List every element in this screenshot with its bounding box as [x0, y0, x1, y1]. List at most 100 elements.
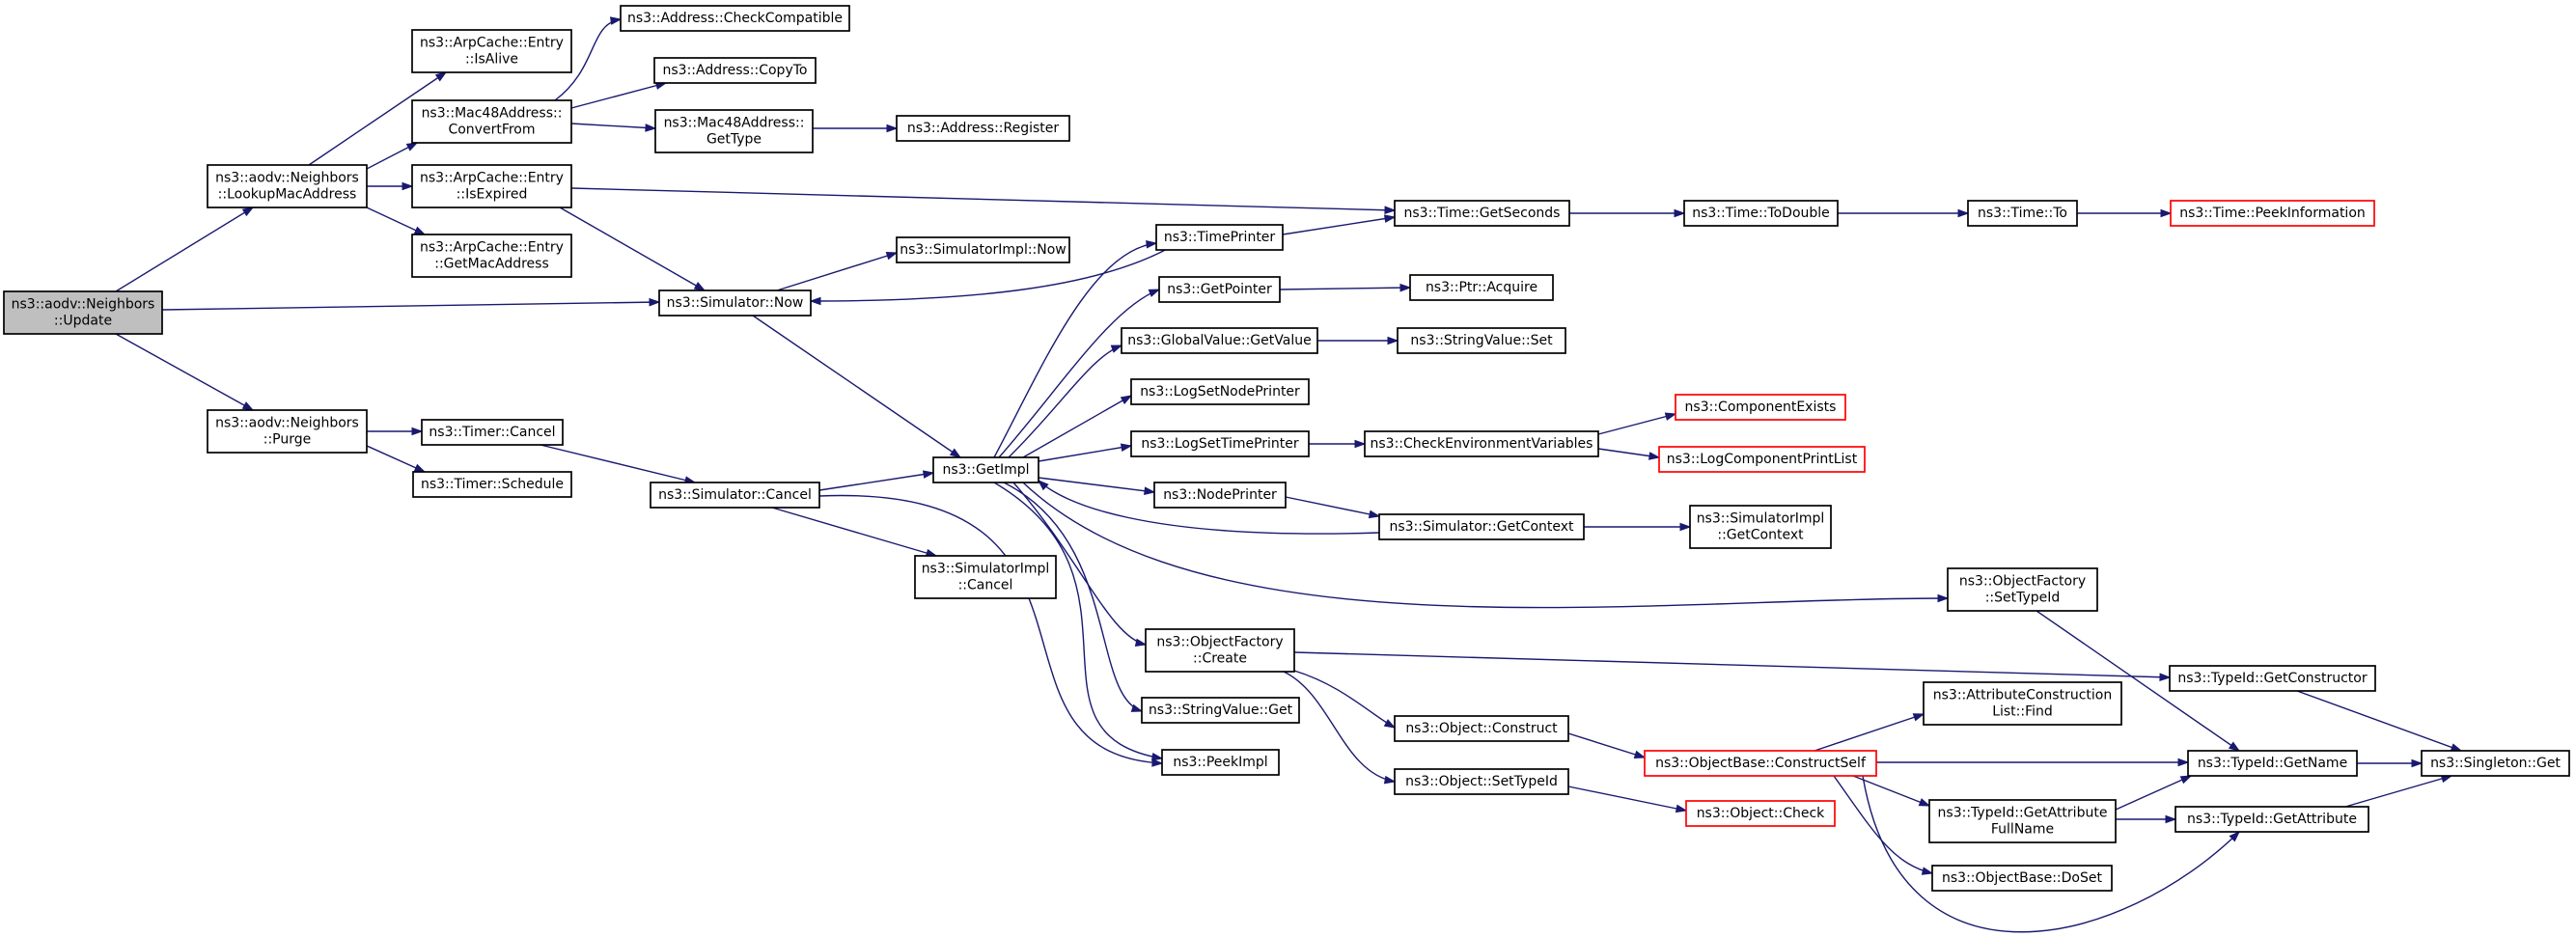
node-gv-getvalue[interactable]: ns3::GlobalValue::GetValue — [1121, 327, 1318, 354]
arrowhead-icon — [413, 463, 427, 473]
node-sim-cancel[interactable]: ns3::Simulator::Cancel — [650, 482, 820, 509]
node-of-create[interactable]: ns3::ObjectFactory::Create — [1145, 628, 1295, 673]
node-purge[interactable]: ns3::aodv::Neighbors::Purge — [207, 409, 368, 454]
arrowhead-icon — [2177, 758, 2190, 767]
node-objbase-constructself[interactable]: ns3::ObjectBase::ConstructSelf — [1644, 750, 1877, 777]
node-label: ns3::LogSetTimePrinter — [1141, 436, 1299, 452]
node-time-to[interactable]: ns3::Time::To — [1967, 200, 2078, 227]
node-timer-cancel[interactable]: ns3::Timer::Cancel — [421, 419, 564, 446]
node-update[interactable]: ns3::aodv::Neighbors::Update — [3, 290, 163, 335]
call-edge-mac48_convertfrom-to-addr_copyto — [570, 81, 668, 109]
edge-line — [115, 207, 254, 292]
node-typeid-getattribute[interactable]: ns3::TypeId::GetAttribute — [2174, 806, 2369, 833]
node-checkenvvars[interactable]: ns3::CheckEnvironmentVariables — [1364, 430, 1599, 457]
node-simimpl-now[interactable]: ns3::SimulatorImpl::Now — [896, 236, 1070, 263]
node-simimpl-getcontext[interactable]: ns3::SimulatorImpl::GetContext — [1689, 505, 1832, 549]
node-box — [1364, 430, 1599, 457]
node-box — [1931, 865, 2113, 892]
call-edge-lookup_mac-to-arp_isexpired — [367, 181, 414, 191]
node-simimpl-cancel[interactable]: ns3::SimulatorImpl::Cancel — [914, 555, 1057, 599]
node-logsettimeprinter[interactable]: ns3::LogSetTimePrinter — [1130, 430, 1310, 457]
node-nodeprinter[interactable]: ns3::NodePrinter — [1153, 482, 1287, 509]
node-arp-isexpired[interactable]: ns3::ArpCache::Entry::IsExpired — [411, 164, 572, 208]
node-stringvalue-get[interactable]: ns3::StringValue::Get — [1141, 697, 1300, 724]
node-label: ns3::aodv::Neighbors — [12, 297, 155, 313]
node-label: ns3::GetImpl — [942, 462, 1029, 478]
node-time-peekinfo[interactable]: ns3::Time::PeekInformation — [2170, 200, 2375, 227]
node-objbase-doset[interactable]: ns3::ObjectBase::DoSet — [1931, 865, 2113, 892]
node-sim-getcontext[interactable]: ns3::Simulator::GetContext — [1378, 513, 1585, 540]
node-typeid-getname[interactable]: ns3::TypeId::GetName — [2187, 750, 2358, 777]
edge-line — [1293, 651, 2171, 678]
node-box — [1658, 446, 1866, 473]
node-lookup-mac[interactable]: ns3::aodv::Neighbors::LookupMacAddress — [207, 164, 368, 208]
node-obj-construct[interactable]: ns3::Object::Construct — [1394, 715, 1569, 742]
node-ptr-acquire[interactable]: ns3::Ptr::Acquire — [1409, 274, 1554, 301]
edge-line — [161, 301, 660, 311]
node-addr-register[interactable]: ns3::Address::Register — [896, 115, 1070, 142]
node-sim-now[interactable]: ns3::Simulator::Now — [658, 289, 812, 317]
node-mac48-convertfrom[interactable]: ns3::Mac48Address::ConvertFrom — [411, 99, 572, 144]
call-edge-sim_cancel-to-simimpl_cancel — [771, 507, 938, 558]
arrowhead-icon — [1148, 289, 1161, 297]
node-addr-checkcompat[interactable]: ns3::Address::CheckCompatible — [620, 5, 850, 32]
node-box — [1158, 276, 1281, 303]
call-edge-objbase_constructself-to-typeid_getattribute — [1862, 775, 2241, 933]
node-addr-copyto[interactable]: ns3::Address::CopyTo — [653, 57, 817, 84]
call-edge-arp_isexpired-to-sim_now — [559, 207, 706, 291]
node-label: ns3::StringValue::Set — [1410, 333, 1553, 348]
node-stringvalue-set[interactable]: ns3::StringValue::Set — [1397, 327, 1566, 354]
node-label: ns3::SimulatorImpl::Now — [900, 242, 1066, 258]
node-singleton-get[interactable]: ns3::Singleton::Get — [2421, 750, 2570, 777]
node-arp-isalive[interactable]: ns3::ArpCache::Entry::IsAlive — [411, 29, 572, 73]
node-arp-getmac[interactable]: ns3::ArpCache::Entry::GetMacAddress — [411, 234, 572, 278]
node-getpointer[interactable]: ns3::GetPointer — [1158, 276, 1281, 303]
node-componentexists[interactable]: ns3::ComponentExists — [1675, 394, 1846, 421]
node-label: ns3::StringValue::Get — [1149, 703, 1293, 718]
node-box — [1928, 799, 2117, 843]
node-of-settypeid[interactable]: ns3::ObjectFactory::SetTypeId — [1947, 567, 2098, 612]
edge-line — [1008, 344, 1122, 458]
call-edge-gv_getvalue-to-stringvalue_set — [1317, 336, 1399, 345]
edge-line — [1022, 482, 1949, 609]
node-logsetnodeprinter[interactable]: ns3::LogSetNodePrinter — [1130, 378, 1310, 405]
edge-line — [1862, 775, 2240, 933]
node-time-getseconds[interactable]: ns3::Time::GetSeconds — [1394, 200, 1570, 227]
call-edge-sim_cancel-to-peekimpl — [818, 494, 1164, 767]
node-box — [2187, 750, 2358, 777]
edge-line — [998, 289, 1160, 458]
node-peekimpl[interactable]: ns3::PeekImpl — [1161, 749, 1280, 776]
node-time-todouble[interactable]: ns3::Time::ToDouble — [1683, 200, 1839, 227]
arrowhead-icon — [1037, 480, 1049, 491]
node-label: ::LookupMacAddress — [218, 187, 357, 203]
node-logcompprintlist[interactable]: ns3::LogComponentPrintList — [1658, 446, 1866, 473]
node-typeid-getconstructor[interactable]: ns3::TypeId::GetConstructor — [2169, 665, 2376, 692]
call-edge-nodeprinter-to-sim_getcontext — [1285, 496, 1381, 519]
node-box — [2169, 665, 2376, 692]
node-timer-schedule[interactable]: ns3::Timer::Schedule — [412, 471, 572, 498]
node-mac48-gettype[interactable]: ns3::Mac48Address::GetType — [654, 109, 814, 153]
edge-line — [1282, 216, 1396, 235]
node-label: ns3::TypeId::GetName — [2198, 756, 2347, 771]
node-label: ns3::ArpCache::Entry — [420, 171, 564, 186]
node-obj-check[interactable]: ns3::Object::Check — [1685, 800, 1836, 827]
node-label: ns3::Time::PeekInformation — [2179, 206, 2366, 221]
node-timeprinter[interactable]: ns3::TimePrinter — [1155, 224, 1284, 251]
node-label: ns3::SimulatorImpl — [1697, 511, 1825, 527]
edge-line — [1293, 670, 1396, 729]
call-edge-getimpl-to-of_create — [1012, 482, 1148, 647]
call-edge-time_todouble-to-time_to — [1838, 208, 1970, 218]
node-box — [207, 164, 368, 208]
call-edge-typeid_getname-to-singleton_get — [2357, 758, 2424, 768]
node-getimpl[interactable]: ns3::GetImpl — [932, 456, 1039, 483]
node-label: ::Purge — [263, 432, 312, 448]
call-edge-of_create-to-obj_settypeid — [1283, 671, 1397, 785]
node-box — [1685, 800, 1836, 827]
edge-line — [2115, 775, 2192, 811]
node-label: ns3::ArpCache::Entry — [420, 240, 564, 256]
arrowhead-icon — [1354, 439, 1367, 449]
arrowhead-icon — [1120, 395, 1133, 404]
node-obj-settypeid[interactable]: ns3::Object::SetTypeId — [1394, 768, 1569, 795]
